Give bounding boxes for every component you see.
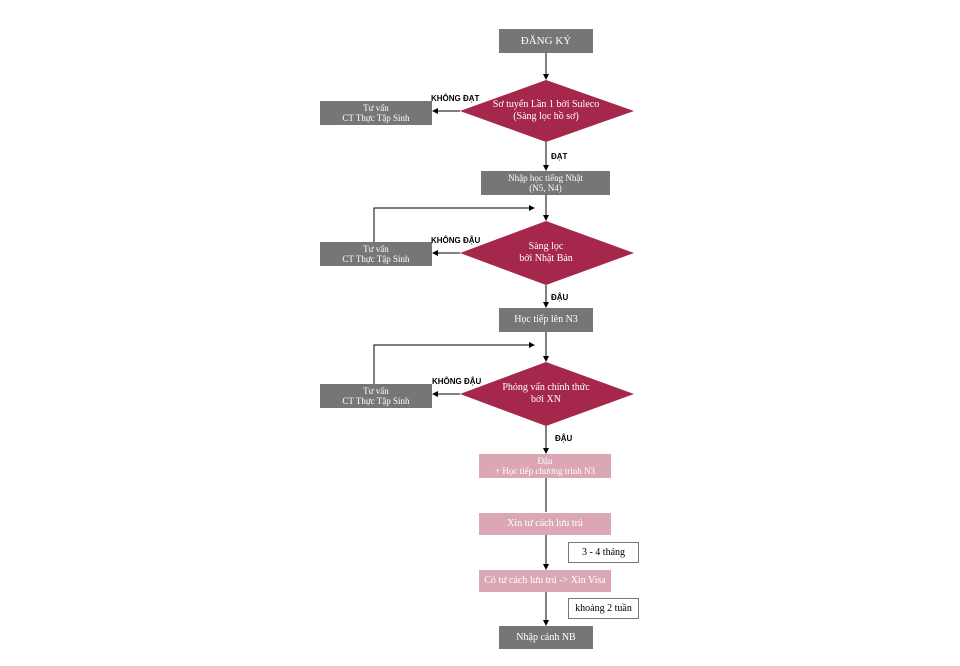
loopback-consult-3 — [373, 342, 535, 384]
duration-residence-note: 3 - 4 tháng — [568, 542, 639, 563]
label-pass-interview: ĐẬU — [555, 434, 573, 443]
consult-box-1: Tư vấn CT Thực Tập Sinh — [320, 101, 432, 125]
decision-interview-diamond — [460, 362, 634, 426]
decision-prescreen-diamond — [460, 80, 634, 142]
prescreen-label: Sơ tuyển Lần 1 bởi Suleco (Sàng lọc hồ s… — [492, 99, 600, 122]
label-pass-japan: ĐẬU — [551, 293, 569, 302]
duration-visa-note: khoảng 2 tuần — [568, 598, 639, 619]
residence-visa-box: Có tư cách lưu trú -> Xin Visa — [479, 570, 611, 592]
decision-japan-screening-diamond — [460, 221, 634, 285]
enter-japan-box: Nhập cảnh NB — [499, 626, 593, 649]
consult-box-2: Tư vấn CT Thực Tập Sinh — [320, 242, 432, 266]
japan-screening-label: Sàng lọc bởi Nhật Bản — [519, 241, 573, 264]
label-fail-prescreen: KHÔNG ĐẠT — [431, 94, 480, 103]
passed-continue-box: Đậu + Học tiếp chương trình N3 — [479, 454, 611, 478]
register-box: ĐĂNG KÝ — [499, 29, 593, 53]
label-pass-prescreen: ĐẠT — [551, 152, 568, 161]
study-japanese-box: Nhập học tiếng Nhật (N5, N4) — [481, 171, 610, 195]
label-fail-interview: KHÔNG ĐẬU — [432, 377, 482, 386]
official-interview-label: Phỏng vấn chính thức bởi XN — [502, 382, 590, 405]
consult-box-3: Tư vấn CT Thực Tập Sinh — [320, 384, 432, 408]
loopback-consult-2 — [373, 205, 535, 242]
study-n3-box: Học tiếp lên N3 — [499, 308, 593, 332]
label-fail-japan: KHÔNG ĐẬU — [431, 236, 481, 245]
apply-residence-box: Xin tư cách lưu trú — [479, 513, 611, 535]
